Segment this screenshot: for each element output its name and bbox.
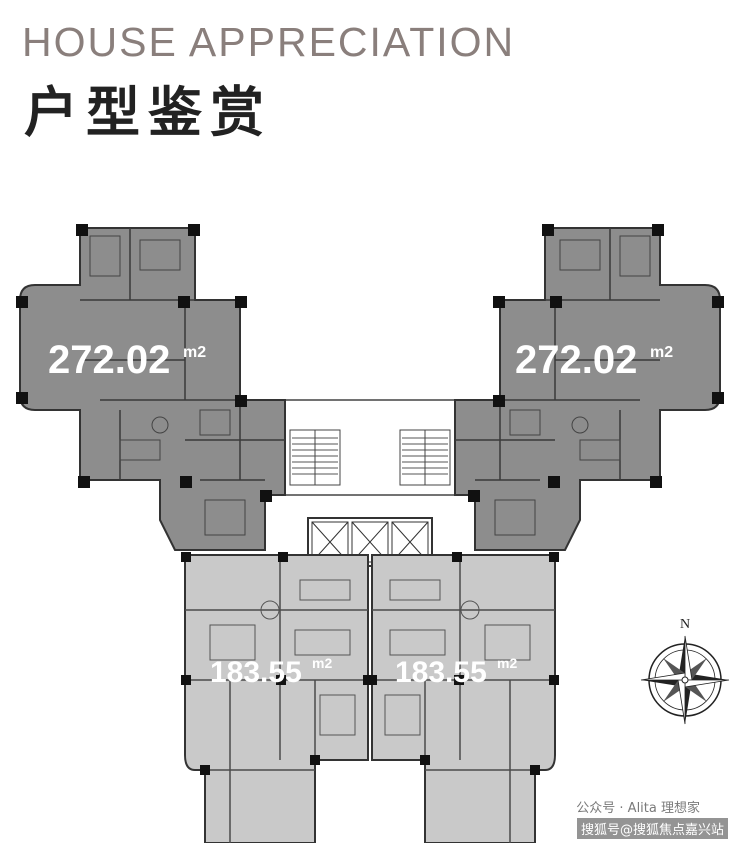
building-core (284, 399, 456, 567)
east-large-area: 272.02 (515, 338, 637, 382)
east-stair (399, 429, 451, 486)
west-large-unit-plan (19, 227, 286, 551)
west-stair (289, 429, 341, 486)
west-large-unit-symbol: m2 (183, 344, 206, 361)
page-title-cn: 户型鉴赏 (24, 81, 272, 144)
west-large-area: 272.02 (48, 338, 170, 382)
compass-north-label: N (680, 617, 690, 632)
area-labels: 272.02 m2 272.02 m2 183.55 m2 183.55 m2 (48, 338, 673, 689)
east-large-unit-plan (454, 227, 721, 551)
wechat-watermark: 公众号 · Alita 理想家 (576, 801, 700, 816)
sohu-watermark: 搜狐号@搜狐焦点嘉兴站 (576, 818, 728, 839)
west-small-area: 183.55 (210, 656, 302, 689)
east-small-unit-plan (371, 554, 556, 843)
page-title-en: HOUSE APPRECIATION (22, 19, 516, 65)
structural-columns (16, 224, 724, 775)
west-small-unit-plan (184, 554, 369, 843)
west-small-unit-symbol: m2 (312, 655, 332, 671)
east-small-area: 183.55 (395, 656, 487, 689)
compass-rose: N (640, 617, 730, 725)
east-large-unit-symbol: m2 (650, 344, 673, 361)
east-small-unit-symbol: m2 (497, 655, 517, 671)
